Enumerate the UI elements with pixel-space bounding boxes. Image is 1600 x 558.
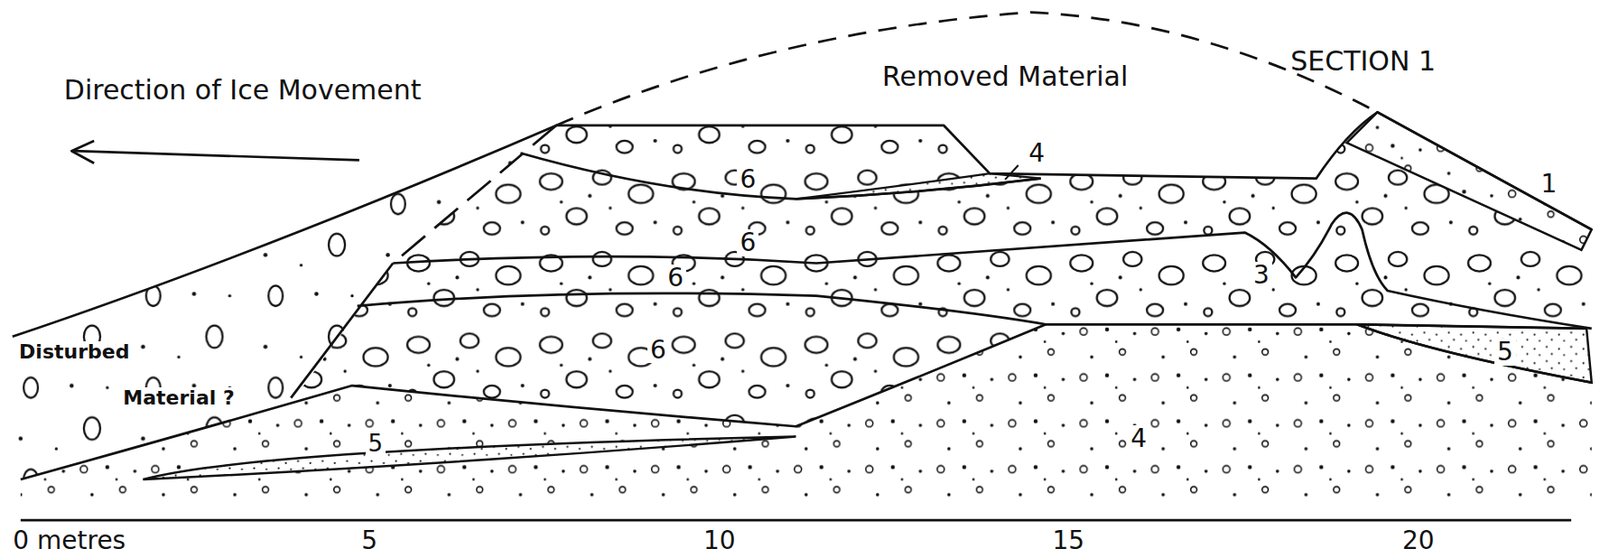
scale-label: 20 xyxy=(1399,527,1438,554)
unit-number: 5 xyxy=(1494,338,1517,365)
region-label: Removed Material xyxy=(879,62,1131,92)
scale-label: 5 xyxy=(358,527,381,554)
scale-label: 15 xyxy=(1049,527,1088,554)
scale-label: 10 xyxy=(700,527,739,554)
unit-number: 6 xyxy=(736,229,759,256)
unit-number: 3 xyxy=(1250,261,1273,289)
unit-number: 5 xyxy=(365,431,387,456)
region-label: Disturbed xyxy=(16,341,132,363)
region-label: Material ? xyxy=(120,387,237,409)
unit-number: 1 xyxy=(1538,170,1561,197)
scale-label: 0 metres xyxy=(9,527,129,554)
unit-number: 6 xyxy=(736,166,759,193)
unit-number: 6 xyxy=(664,264,687,291)
unit-number: 6 xyxy=(647,336,670,363)
section-title: SECTION 1 xyxy=(1287,46,1439,76)
direction-label: Direction of Ice Movement xyxy=(61,75,425,105)
unit-number: 4 xyxy=(1127,425,1150,452)
unit-number: 4 xyxy=(1025,139,1048,167)
